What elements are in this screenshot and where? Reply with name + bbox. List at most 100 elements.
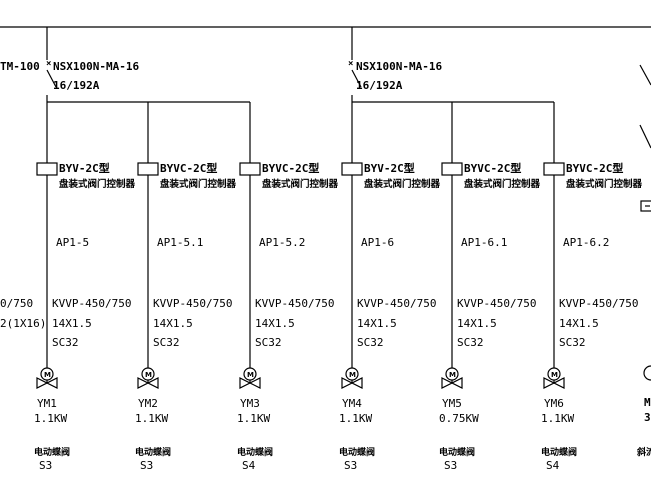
cable-cores: 14X1.5 <box>559 317 599 330</box>
feeder-2-breaker-rating: 16/192A <box>356 79 403 92</box>
conduit: SC32 <box>52 336 79 349</box>
motor-power: 1.1KW <box>339 412 372 425</box>
cable-cores: 14X1.5 <box>52 317 92 330</box>
motor-power: 1.1KW <box>34 412 67 425</box>
equipment-code: S3 <box>344 459 357 472</box>
controller-model: BYVC-2C型 <box>566 161 623 175</box>
conduit: SC32 <box>457 336 484 349</box>
left-breaker-label-tail: TM-100 <box>0 60 40 73</box>
valve-icon <box>137 377 159 389</box>
motor-id: YM4 <box>342 397 362 410</box>
feeder-1-breaker-rating: 16/192A <box>53 79 100 92</box>
valve-icon <box>341 377 363 389</box>
conduit: SC32 <box>357 336 384 349</box>
circuit-label: AP1-6.2 <box>563 236 609 249</box>
controller-model: BYVC-2C型 <box>160 161 217 175</box>
motor-symbol-letter: M <box>247 371 254 379</box>
conduit: SC32 <box>255 336 282 349</box>
valve-icon <box>543 377 565 389</box>
motor-id: YM5 <box>442 397 462 410</box>
cable-type: KVVP-450/750 <box>357 297 436 310</box>
controller-desc: 盘装式阀门控制器 <box>566 178 643 190</box>
cable-cores: 14X1.5 <box>153 317 193 330</box>
controller-desc: 盘装式阀门控制器 <box>364 178 441 190</box>
equipment-desc: 电动蝶阀 <box>439 446 475 458</box>
left-cable-tail-1: 0/750 <box>0 297 33 310</box>
equipment-code: S3 <box>39 459 52 472</box>
feeder-2-breaker-mark: × <box>348 59 353 69</box>
equipment-code: S3 <box>444 459 457 472</box>
cable-type: KVVP-450/750 <box>559 297 638 310</box>
right-motor-circle-partial <box>643 365 651 381</box>
controller-box <box>36 162 58 176</box>
controller-desc: 盘装式阀门控制器 <box>160 178 237 190</box>
controller-box <box>239 162 261 176</box>
cable-type: KVVP-450/750 <box>255 297 334 310</box>
motor-power: 1.1KW <box>135 412 168 425</box>
equipment-desc: 电动蝶阀 <box>541 446 577 458</box>
equipment-desc: 电动蝶阀 <box>135 446 171 458</box>
motor-symbol-letter: M <box>349 371 356 379</box>
feeder-2: × NSX100N-MA-16 16/192A <box>348 27 554 103</box>
right-diagonal-2 <box>639 124 651 149</box>
cable-type: KVVP-450/750 <box>52 297 131 310</box>
conduit: SC32 <box>559 336 586 349</box>
motor-id: YM3 <box>240 397 260 410</box>
branch-6: MBYVC-2C型盘装式阀门控制器AP1-6.2KVVP-450/75014X1… <box>541 102 643 472</box>
motor-symbol-letter: M <box>449 371 456 379</box>
cable-cores: 14X1.5 <box>255 317 295 330</box>
cable-type: KVVP-450/750 <box>457 297 536 310</box>
conduit: SC32 <box>153 336 180 349</box>
equipment-desc: 电动蝶阀 <box>339 446 375 458</box>
motor-id: YM6 <box>544 397 564 410</box>
motor-id: YM1 <box>37 397 57 410</box>
circuit-label: AP1-5.1 <box>157 236 203 249</box>
controller-box <box>441 162 463 176</box>
circuit-label: AP1-6.1 <box>461 236 507 249</box>
cable-cores: 14X1.5 <box>457 317 497 330</box>
controller-box <box>543 162 565 176</box>
controller-desc: 盘装式阀门控制器 <box>59 178 136 190</box>
right-desc-tail: 斜流 <box>636 446 651 458</box>
cable-cores: 14X1.5 <box>357 317 397 330</box>
equipment-code: S3 <box>140 459 153 472</box>
controller-desc: 盘装式阀门控制器 <box>464 178 541 190</box>
motor-symbol-letter: M <box>145 371 152 379</box>
equipment-code: S4 <box>546 459 560 472</box>
motor-power: 1.1KW <box>541 412 574 425</box>
right-power-tail: 3 <box>644 411 651 424</box>
feeder-1: × NSX100N-MA-16 16/192A <box>46 27 250 103</box>
right-motor-tail: M <box>644 396 651 409</box>
equipment-desc: 电动蝶阀 <box>34 446 70 458</box>
controller-model: BYV-2C型 <box>364 161 415 175</box>
equipment-code: S4 <box>242 459 256 472</box>
controller-model: BYV-2C型 <box>59 161 110 175</box>
controller-model: BYVC-2C型 <box>464 161 521 175</box>
circuit-label: AP1-5.2 <box>259 236 305 249</box>
feeder-1-breaker-label: NSX100N-MA-16 <box>53 60 139 73</box>
controller-model: BYVC-2C型 <box>262 161 319 175</box>
motor-power: 1.1KW <box>237 412 270 425</box>
motor-id: YM2 <box>138 397 158 410</box>
controller-desc: 盘装式阀门控制器 <box>262 178 339 190</box>
controller-box <box>341 162 363 176</box>
feeder-1-breaker-mark: × <box>46 59 51 69</box>
left-cable-tail-2: 2(1X16) <box>0 317 46 330</box>
right-diagonal-1 <box>639 64 651 86</box>
controller-box <box>137 162 159 176</box>
circuit-label: AP1-6 <box>361 236 394 249</box>
feeder-2-breaker-label: NSX100N-MA-16 <box>356 60 442 73</box>
valve-icon <box>36 377 58 389</box>
motor-symbol-letter: M <box>44 371 51 379</box>
cable-type: KVVP-450/750 <box>153 297 232 310</box>
valve-icon <box>239 377 261 389</box>
circuit-label: AP1-5 <box>56 236 89 249</box>
right-controller-box <box>640 200 651 212</box>
